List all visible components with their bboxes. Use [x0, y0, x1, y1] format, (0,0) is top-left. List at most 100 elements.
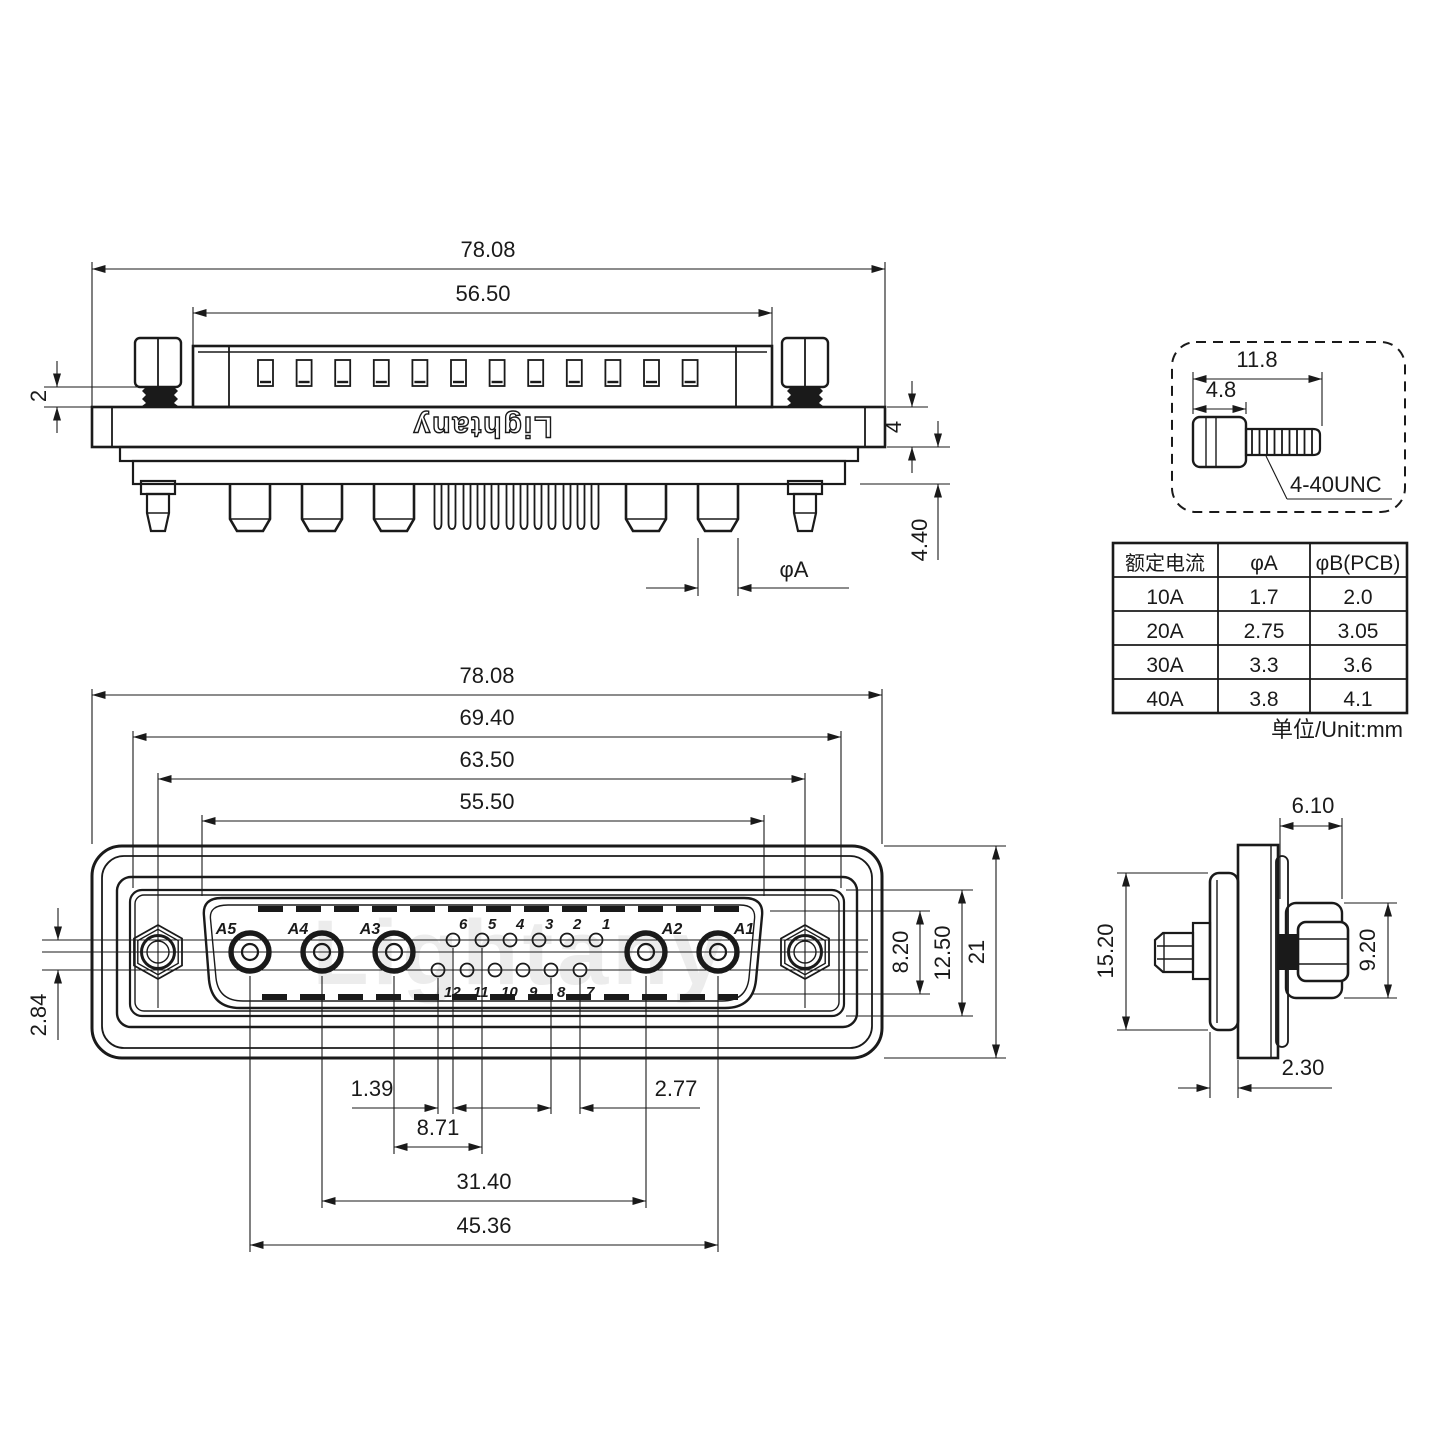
- rear-signal-pins: [433, 484, 600, 530]
- svg-text:5: 5: [488, 916, 497, 933]
- svg-text:2: 2: [26, 390, 51, 402]
- svg-text:9.20: 9.20: [1355, 929, 1380, 972]
- rear-dim-overall-width: 78.08: [460, 237, 515, 262]
- side-dim-body-height: 15.20: [1093, 872, 1208, 1031]
- svg-text:31.40: 31.40: [456, 1169, 511, 1194]
- svg-text:6.10: 6.10: [1292, 793, 1335, 818]
- svg-text:7: 7: [586, 984, 595, 1001]
- front-dim-panel-width: 69.40: [459, 705, 514, 730]
- front-view: 78.08 69.40 63.50 55.50 Lightany: [26, 663, 1006, 1252]
- power-pin-label: A2: [661, 921, 683, 938]
- front-signal-top-row: 6 5 4 3 2 1: [445, 916, 610, 948]
- side-peg: [1153, 921, 1212, 981]
- rear-view: 78.08 56.50: [26, 237, 950, 596]
- front-dim-row-offset: 2.84: [26, 908, 62, 1040]
- front-signal-bottom-row: 12 11 10 9 8 7: [430, 962, 595, 1001]
- svg-text:3: 3: [545, 916, 554, 933]
- screw-detail: 11.8 4.8 4-40UNC: [1171, 341, 1406, 513]
- unit-note: 单位/Unit:mm: [1271, 717, 1403, 742]
- svg-text:15.20: 15.20: [1093, 923, 1118, 978]
- svg-text:8.20: 8.20: [888, 931, 913, 974]
- svg-text:3.6: 3.6: [1343, 654, 1372, 677]
- front-bottom-extension-lines: [249, 948, 719, 1252]
- screw-dim-head: 4.8: [1206, 377, 1237, 402]
- rear-dim-flange-thickness: 4: [881, 381, 950, 473]
- rear-dim-screw-clearance: 2: [26, 361, 145, 433]
- power-pin-label: A1: [733, 921, 755, 938]
- table-row: 30A 3.3 3.6: [1146, 654, 1372, 677]
- svg-text:3.8: 3.8: [1249, 688, 1278, 711]
- rear-dim-shell-width: 56.50: [455, 281, 510, 306]
- front-dim-outer-power-span: 45.36: [250, 1213, 718, 1249]
- svg-text:4.1: 4.1: [1343, 688, 1372, 711]
- svg-text:2.75: 2.75: [1244, 620, 1285, 643]
- svg-text:6: 6: [459, 916, 468, 933]
- power-pin-label: A4: [287, 921, 309, 938]
- rear-peg-right: [786, 479, 824, 533]
- svg-text:11: 11: [473, 984, 489, 1001]
- screw-thread-spec: 4-40UNC: [1290, 472, 1382, 497]
- screw-detail-thread: [1244, 427, 1322, 457]
- rear-dim-bracket-depth: 4.40: [860, 421, 950, 561]
- svg-text:8.71: 8.71: [417, 1115, 460, 1140]
- side-dim-body-depth: 2.30: [1178, 1032, 1332, 1098]
- side-dim-screw-boss-height: 9.20: [1344, 902, 1397, 999]
- screw-detail-dims: 11.8 4.8 4-40UNC: [1192, 347, 1392, 500]
- table-header-phiB: φB(PCB): [1316, 552, 1401, 575]
- svg-text:30A: 30A: [1146, 654, 1183, 677]
- svg-text:2: 2: [572, 916, 582, 933]
- front-dim-overall-width: 78.08: [459, 663, 514, 688]
- rear-peg-left: [139, 479, 177, 533]
- svg-text:2.84: 2.84: [26, 994, 51, 1037]
- front-hex-left: [133, 923, 183, 981]
- table-row: 10A 1.7 2.0: [1146, 586, 1372, 609]
- front-dim-pin-pitch: 2.77: [496, 1076, 700, 1112]
- table-row: 40A 3.8 4.1: [1146, 688, 1372, 711]
- svg-text:10A: 10A: [1146, 586, 1183, 609]
- rear-dim-pin-diameter: φA: [646, 538, 849, 596]
- spec-table: 额定电流 φA φB(PCB) 10A 1.7 2.0 20A 2.75 3.0…: [1111, 541, 1409, 742]
- svg-text:4.40: 4.40: [907, 519, 932, 562]
- rear-thumbscrew-left: [133, 336, 183, 406]
- svg-text:9: 9: [529, 984, 538, 1001]
- front-dim-cavity-height: 8.20: [752, 910, 930, 995]
- screw-dim-overall: 11.8: [1236, 347, 1277, 372]
- svg-text:45.36: 45.36: [456, 1213, 511, 1238]
- svg-text:2.30: 2.30: [1282, 1055, 1325, 1080]
- svg-text:3.05: 3.05: [1338, 620, 1379, 643]
- svg-text:φA: φA: [780, 557, 809, 582]
- svg-text:20A: 20A: [1146, 620, 1183, 643]
- table-header-current: 额定电流: [1125, 552, 1205, 575]
- front-dim-inner-power-span: 31.40: [322, 1169, 646, 1205]
- svg-text:8: 8: [557, 984, 566, 1001]
- svg-text:12.50: 12.50: [930, 925, 955, 980]
- front-dim-power-to-signal: 8.71: [394, 1115, 482, 1151]
- side-jackscrew: [1279, 901, 1350, 1000]
- svg-text:1.7: 1.7: [1249, 586, 1278, 609]
- front-dim-jackscrew-spacing: 63.50: [459, 747, 514, 772]
- power-pin-label: A3: [359, 921, 381, 938]
- front-dim-cavity-width: 55.50: [459, 789, 514, 814]
- side-view: 6.10 15.20 9.20 2.30: [1093, 793, 1397, 1098]
- table-row: 20A 2.75 3.05: [1146, 620, 1378, 643]
- rear-brand-text: Lightany: [412, 410, 553, 443]
- front-cavity: [202, 896, 764, 1010]
- svg-text:1.39: 1.39: [351, 1076, 394, 1101]
- front-hex-right: [780, 923, 830, 981]
- power-pin-label: A5: [215, 921, 238, 938]
- side-dim-flange-offset: 6.10: [1279, 793, 1343, 899]
- front-dim-panel-height: 12.50: [846, 889, 973, 1017]
- front-power-contacts: A5 A4 A3 A2 A1: [215, 921, 755, 974]
- svg-text:3.3: 3.3: [1249, 654, 1278, 677]
- rear-thumbscrew-right: [780, 336, 830, 406]
- svg-text:21: 21: [964, 940, 989, 964]
- svg-text:2.77: 2.77: [655, 1076, 698, 1101]
- rear-power-pins: [228, 484, 740, 533]
- svg-text:10: 10: [501, 984, 518, 1001]
- rear-shell-windows: [257, 359, 699, 387]
- svg-text:40A: 40A: [1146, 688, 1183, 711]
- svg-text:4: 4: [881, 421, 906, 433]
